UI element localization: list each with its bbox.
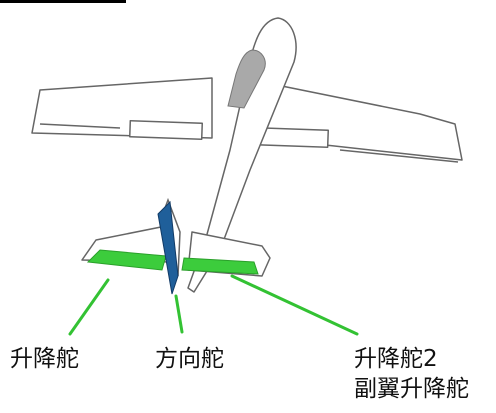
rudder-leader-line (174, 294, 184, 334)
elevator-leader-line (68, 278, 110, 336)
top-rule (0, 0, 126, 3)
rudder-surface (157, 200, 179, 295)
elevator2-leader-line (230, 274, 359, 336)
elevator2-label-line2: 副翼升降舵 (354, 376, 469, 402)
fuselage (187, 17, 297, 293)
right-aileron-line (339, 149, 459, 163)
elevator-label: 升降舵 (10, 346, 79, 372)
left-wing-panel (128, 119, 204, 141)
right-wing (261, 81, 463, 161)
elevator-surface-right (181, 257, 259, 275)
elevator2-label: 升降舵2 副翼升降舵 (354, 344, 469, 404)
elevator2-label-line1: 升降舵2 (354, 346, 438, 372)
left-aileron-line (39, 123, 121, 129)
canopy (227, 49, 266, 109)
rudder-label: 方向舵 (155, 346, 224, 372)
